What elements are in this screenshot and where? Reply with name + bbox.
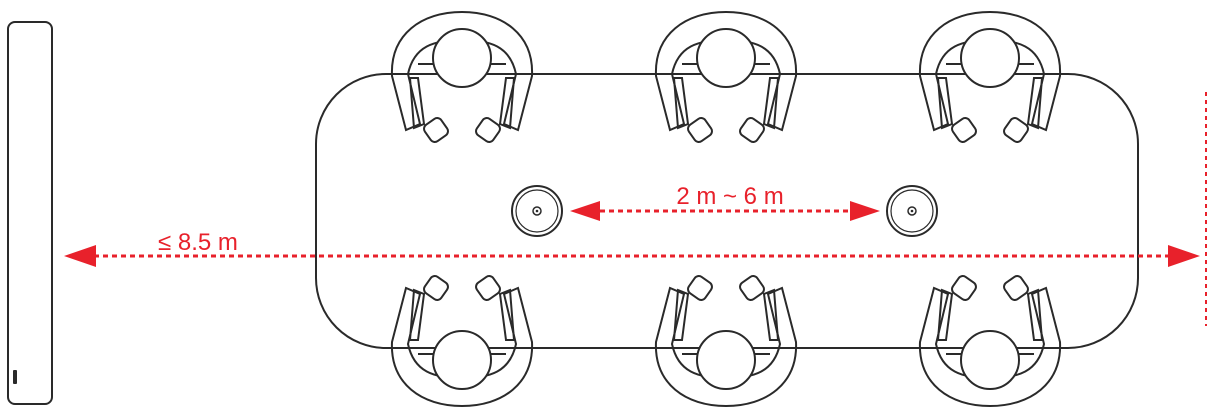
- display-bar-icon: [7, 21, 53, 405]
- mic-spacing-arrow: [570, 201, 880, 221]
- mic-spacing-label: 2 m ~ 6 m: [676, 183, 783, 210]
- table-microphone-icon: [511, 185, 563, 237]
- max-distance-arrow: [64, 245, 1200, 267]
- table-microphone-icon: [886, 185, 938, 237]
- max-distance-label: ≤ 8.5 m: [158, 229, 238, 256]
